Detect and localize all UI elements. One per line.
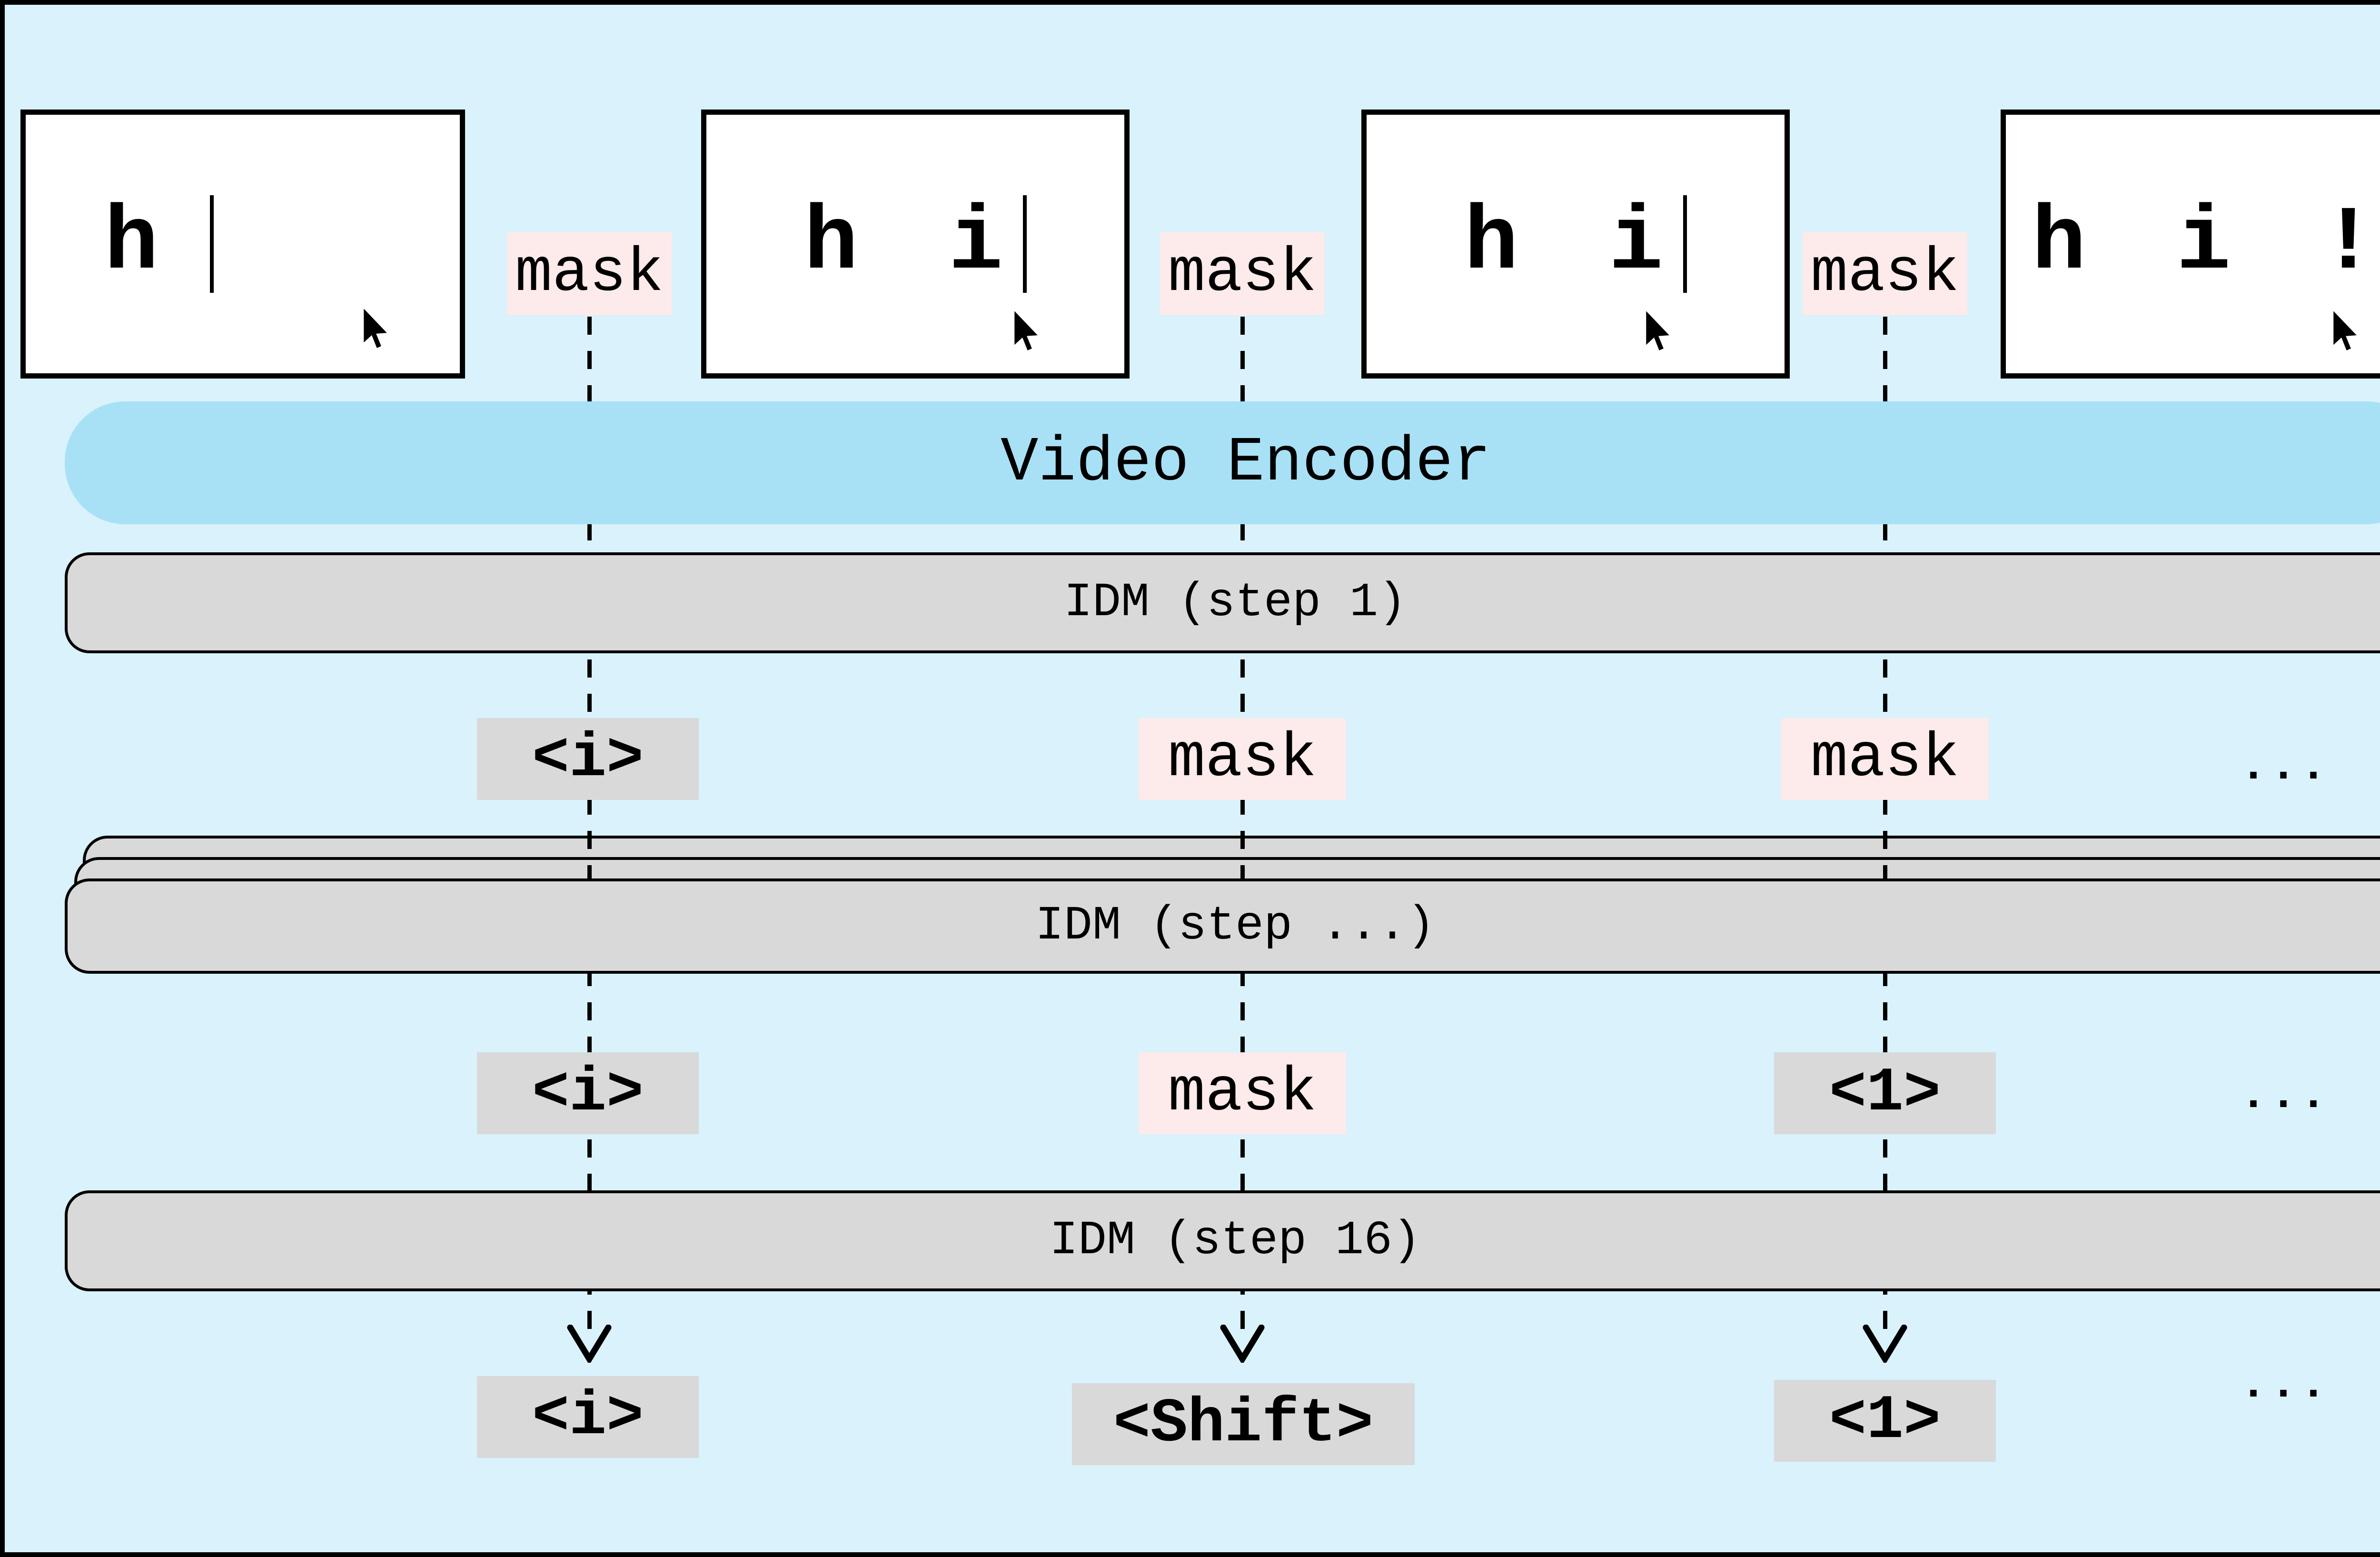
flow-line-col2 [1240, 317, 1245, 1331]
arrow-down-icon-col2 [1220, 1325, 1265, 1363]
frame-1-text: h [104, 193, 177, 295]
text-cursor-icon [210, 195, 214, 293]
token-mid-col2: mask [1139, 1052, 1346, 1134]
ellipsis-row2: ... [2240, 1069, 2330, 1121]
video-frame-1: h [20, 110, 465, 379]
mask-chip-top-2: mask [1160, 232, 1325, 315]
idm-step-mid-bar: IDM (step ...) [65, 878, 2380, 974]
frame-2-text: h i [803, 193, 1021, 295]
ellipsis-row1: ... [2240, 741, 2330, 792]
mouse-cursor-icon [2333, 311, 2357, 350]
token-output-col1: <i> [477, 1376, 699, 1458]
flow-line-col1 [587, 317, 592, 1331]
video-encoder-label: Video Encoder [1001, 427, 1491, 499]
frame-4-content: h i ! [2032, 193, 2380, 295]
idm-step-mid-label: IDM (step ...) [1035, 899, 1436, 953]
mouse-cursor-icon [1646, 311, 1669, 350]
video-frame-2: h i [701, 110, 1130, 379]
text-cursor-icon [1683, 195, 1687, 293]
mouse-cursor-icon [1014, 311, 1038, 350]
frame-4-text: h i ! [2032, 193, 2380, 295]
token-output-col3: <1> [1774, 1380, 1996, 1462]
video-frame-3: h i [1361, 110, 1790, 379]
mask-chip-top-1: mask [507, 232, 672, 315]
arrow-down-icon-col1 [567, 1325, 612, 1363]
token-step1-col3: mask [1781, 718, 1989, 800]
text-cursor-icon [1023, 195, 1027, 293]
frame-2-content: h i [804, 193, 1027, 295]
token-mid-col3: <1> [1774, 1052, 1996, 1134]
idm-step1-bar: IDM (step 1) [65, 552, 2380, 653]
frame-1-content: h [26, 193, 214, 295]
flow-line-col3 [1883, 317, 1887, 1331]
mask-chip-top-3: mask [1803, 232, 1967, 315]
frame-3-text: h i [1464, 193, 1682, 295]
token-mid-col1: <i> [477, 1052, 699, 1134]
video-encoder-bar: Video Encoder [65, 401, 2380, 524]
ellipsis-row3: ... [2240, 1359, 2330, 1410]
idm-step16-label: IDM (step 16) [1049, 1214, 1421, 1268]
token-step1-col2: mask [1139, 718, 1346, 800]
token-output-col2: <Shift> [1072, 1383, 1415, 1465]
frame-3-content: h i [1464, 193, 1687, 295]
token-step1-col1: <i> [477, 718, 699, 800]
video-frame-4: h i ! [2001, 110, 2380, 379]
idm-step16-bar: IDM (step 16) [65, 1190, 2380, 1291]
idm-step1-label: IDM (step 1) [1063, 576, 1407, 630]
arrow-down-icon-col3 [1863, 1325, 1907, 1363]
mouse-cursor-icon [364, 309, 387, 348]
